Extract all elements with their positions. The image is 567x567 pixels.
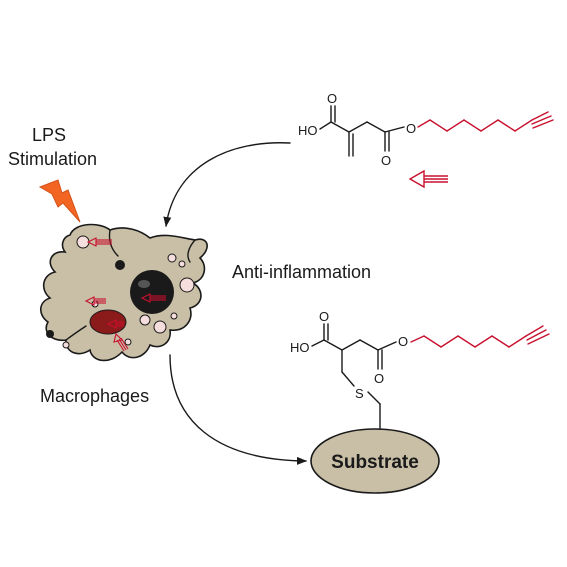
ester-o-label: O <box>398 334 408 349</box>
alkyne-probe-icon <box>84 296 106 306</box>
macrophage-cell <box>39 223 208 362</box>
lps-label-line1: LPS <box>32 125 66 145</box>
uptake-arrow <box>163 142 291 227</box>
lightning-icon <box>38 179 81 223</box>
molecule-conjugate: HO O O O S <box>290 309 550 429</box>
substrate-ellipse <box>310 428 440 494</box>
acid-carbonyl-o-label: O <box>327 91 337 106</box>
lps-label-line2: Stimulation <box>8 149 97 169</box>
anti-inflammation-label: Anti-inflammation <box>232 262 371 282</box>
macrophages-label: Macrophages <box>40 386 149 406</box>
ester-o-label: O <box>406 121 416 136</box>
alkyne-probe-icon <box>408 169 448 189</box>
organelle <box>89 309 127 335</box>
substrate-label: Substrate <box>331 452 419 473</box>
nucleus <box>130 270 174 314</box>
hydroxyl-label: HO <box>298 123 318 138</box>
acid-carbonyl-o-label: O <box>319 309 329 324</box>
alkyne-probe-icon <box>86 237 112 247</box>
alkyne-probe-icon <box>140 293 166 303</box>
alkyne-probe-icon <box>113 332 129 352</box>
molecule-itaconate-probe: HO O O O <box>298 91 554 168</box>
labeling-arrow <box>169 354 307 465</box>
alkyne-probe-icon <box>106 319 124 329</box>
sulfur-label: S <box>355 386 364 401</box>
ester-carbonyl-o-label: O <box>374 371 384 386</box>
hydroxyl-label: HO <box>290 340 310 355</box>
ester-carbonyl-o-label: O <box>381 153 391 168</box>
